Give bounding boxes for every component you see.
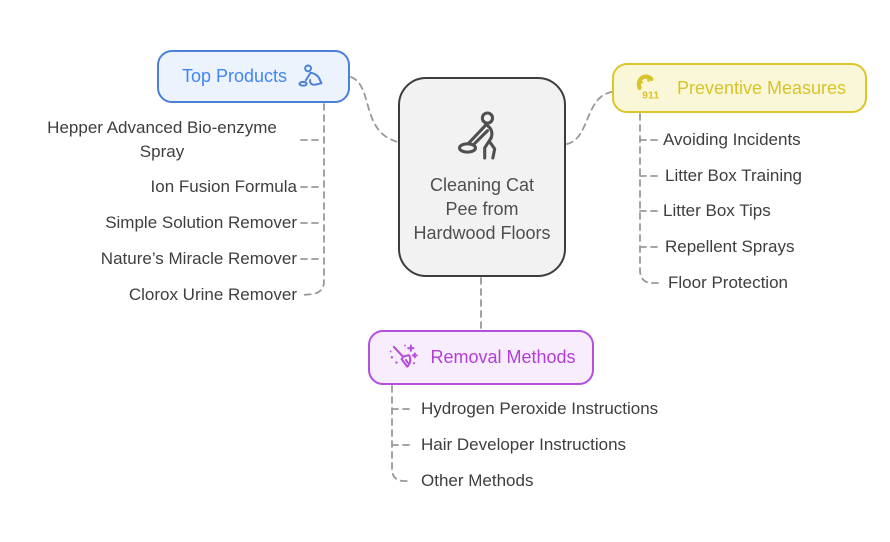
magic-broom-icon — [386, 341, 420, 375]
central-topic-title: Cleaning Cat Pee from Hardwood Floors — [413, 175, 551, 243]
subtopic-hepper-advanced-bio-enzyme-spray[interactable]: Hepper Advanced Bio-enzyme Spray — [47, 118, 277, 161]
branch-label-removal-methods: Removal Methods — [430, 347, 576, 367]
subtopic-natures-miracle-remover[interactable]: Nature’s Miracle Remover — [100, 249, 297, 268]
person-scrubbing-icon — [297, 63, 325, 91]
subtopic-simple-solution-remover[interactable]: Simple Solution Remover — [105, 213, 297, 232]
branch-node-removal-methods[interactable]: Removal Methods — [368, 330, 594, 385]
svg-text:911: 911 — [642, 90, 659, 101]
subtopic-hydrogen-peroxide-instructions[interactable]: Hydrogen Peroxide Instructions — [421, 399, 659, 418]
subtopic-repellent-sprays[interactable]: Repellent Sprays — [665, 237, 795, 256]
emergency-call-911-icon: 911 — [633, 71, 667, 105]
subtopic-hair-developer-instructions[interactable]: Hair Developer Instructions — [421, 435, 627, 454]
central-topic-node[interactable]: Cleaning Cat Pee from Hardwood Floors — [398, 77, 566, 277]
branch-label-top-products: Top Products — [181, 66, 288, 86]
subtopic-floor-protection[interactable]: Floor Protection — [668, 273, 788, 292]
subtopic-litter-box-training[interactable]: Litter Box Training — [665, 166, 803, 185]
branch-node-top-products[interactable]: Top Products — [157, 50, 350, 103]
subtopic-clorox-urine-remover[interactable]: Clorox Urine Remover — [128, 285, 297, 304]
branch-node-preventive-measures[interactable]: 911 Preventive Measures — [612, 63, 867, 113]
subtopic-other-methods[interactable]: Other Methods — [421, 471, 534, 490]
branch-label-preventive-measures: Preventive Measures — [676, 77, 847, 98]
subtopic-avoiding-incidents[interactable]: Avoiding Incidents — [663, 130, 801, 149]
subtopic-ion-fusion-formula[interactable]: Ion Fusion Formula — [150, 177, 297, 196]
subtopic-litter-box-tips[interactable]: Litter Box Tips — [663, 201, 771, 220]
person-mopping-icon — [453, 109, 511, 167]
